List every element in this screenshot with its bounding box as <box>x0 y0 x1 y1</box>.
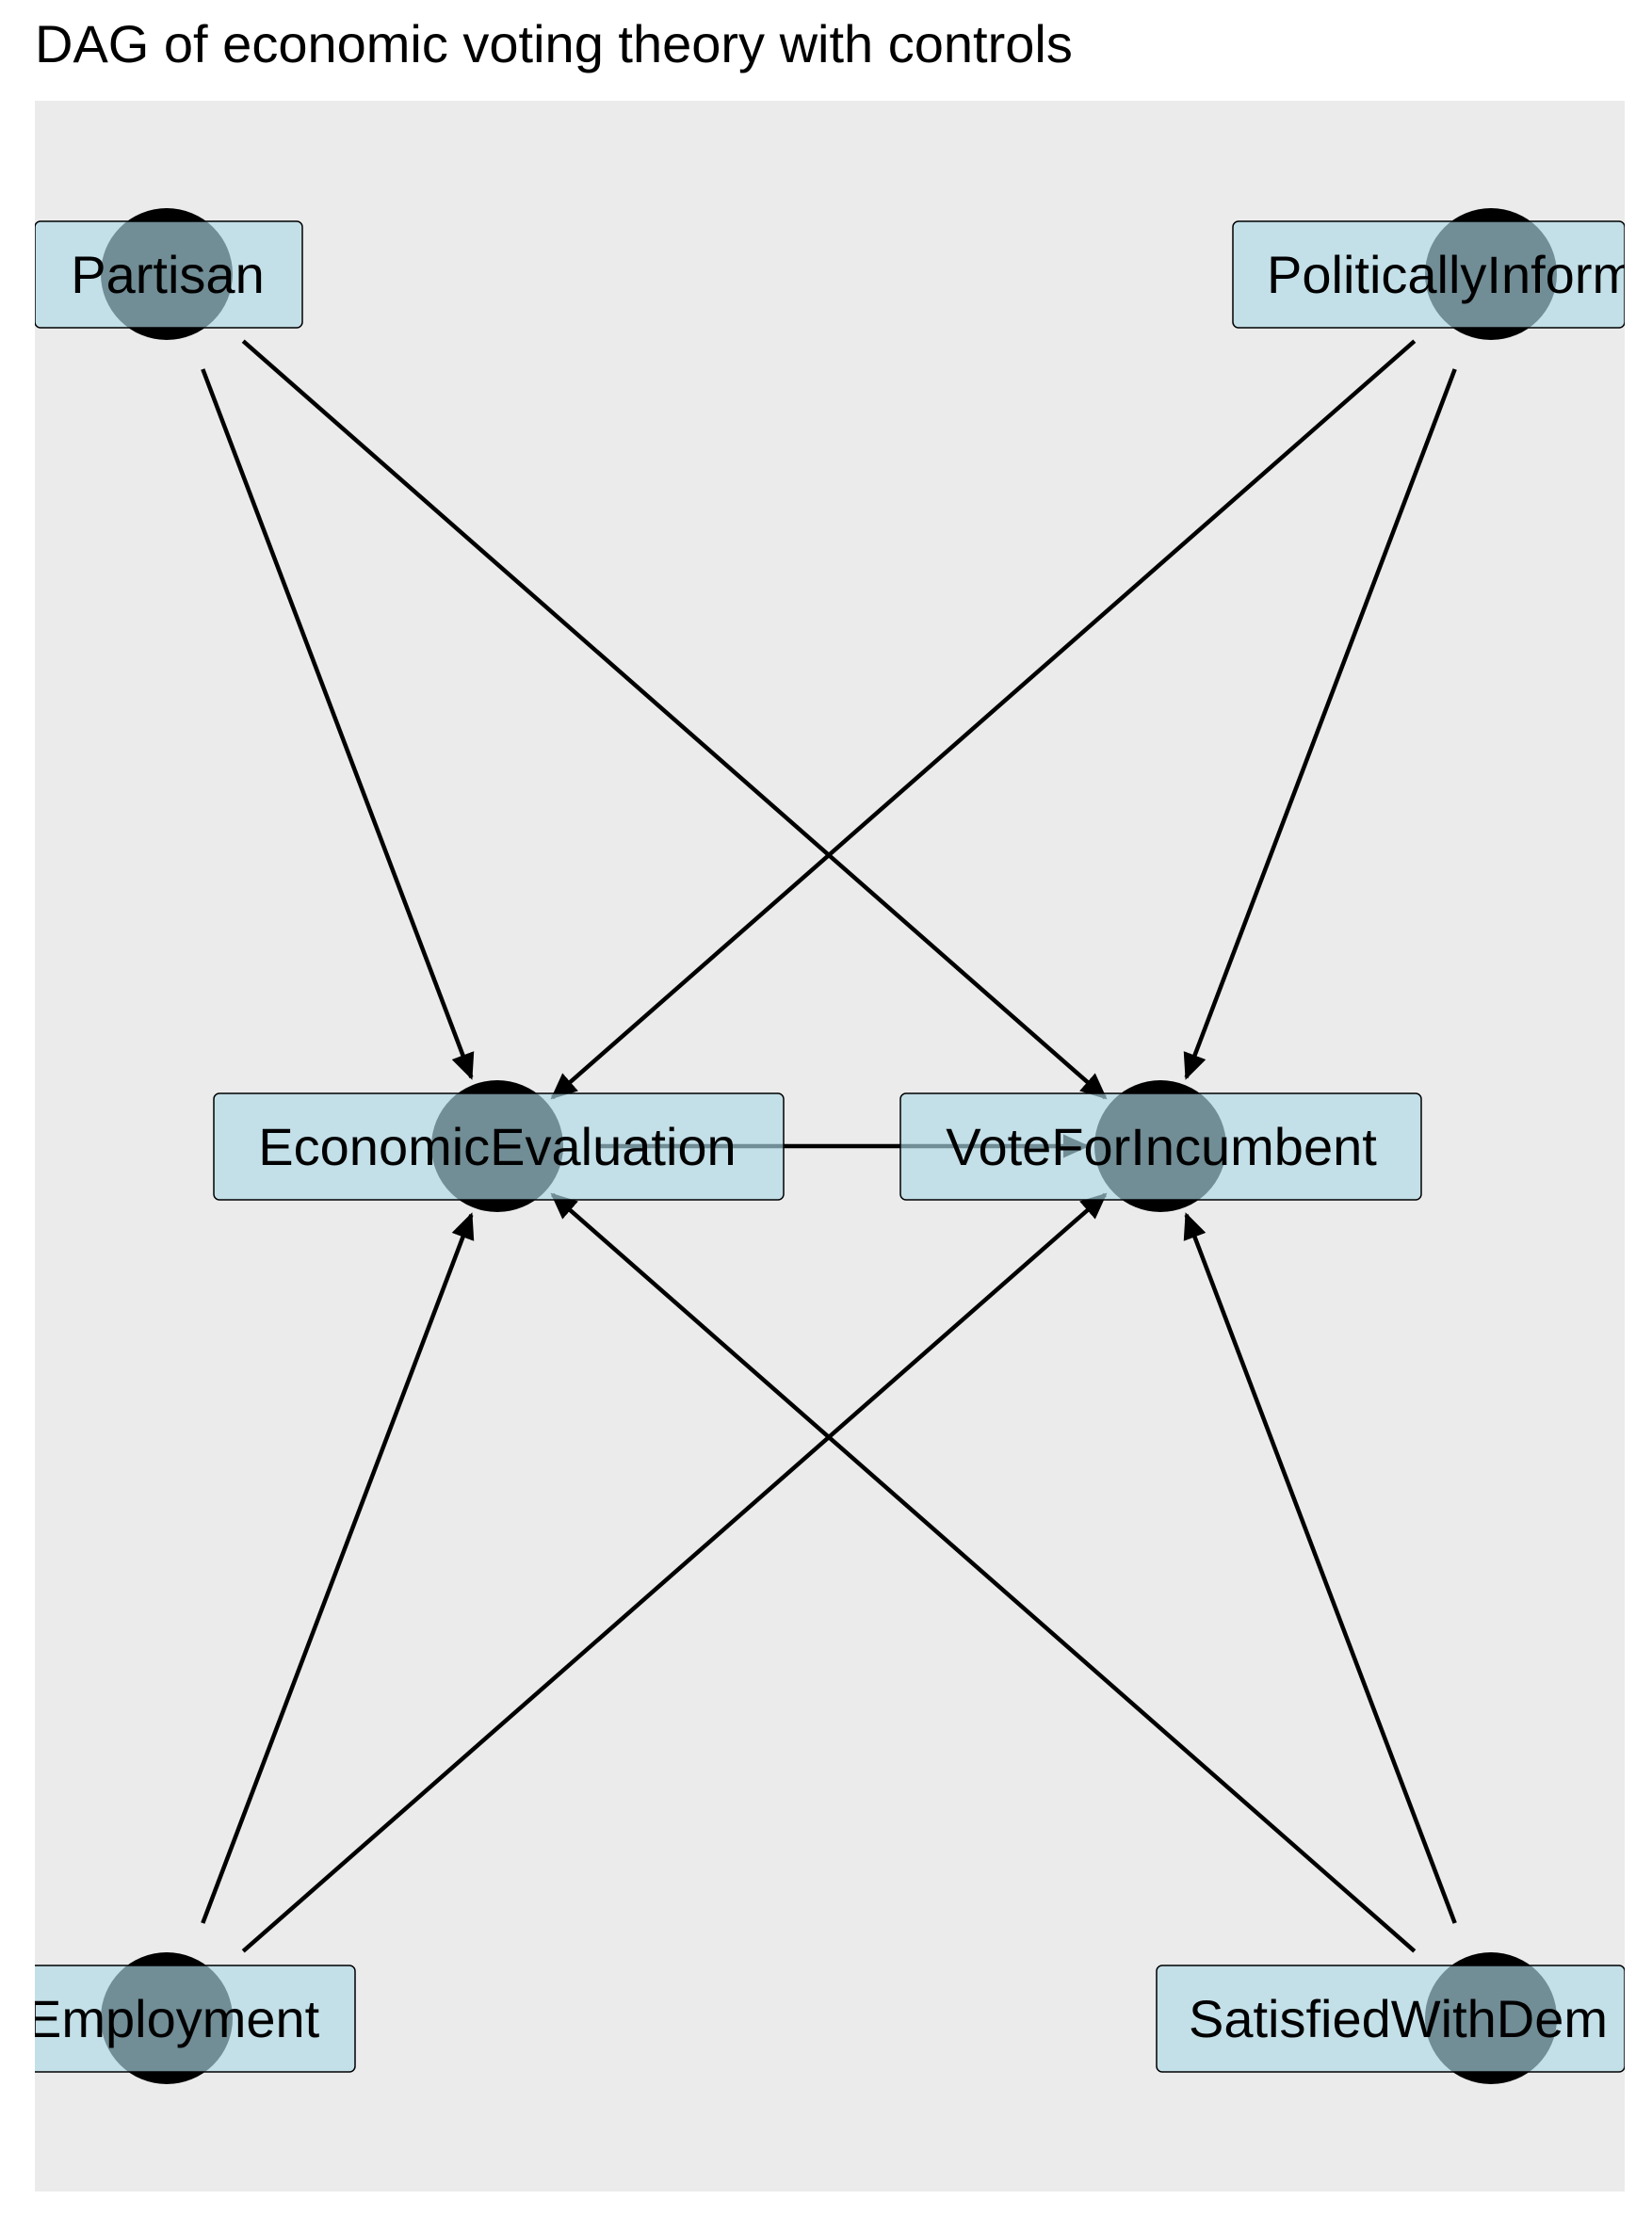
node-label-Employment[interactable]: Employment <box>26 1965 356 2073</box>
node-label-PoliticallyInformed[interactable]: PoliticallyInform <box>1232 220 1636 329</box>
node-label-text: Employment <box>26 1989 320 2048</box>
edge-Employment-to-VoteForIncumbent <box>241 1192 1108 1953</box>
node-label-Partisan[interactable]: Partisan <box>35 220 303 329</box>
edge-Partisan-to-VoteForIncumbent <box>241 339 1108 1100</box>
node-label-VoteForIncumbent[interactable]: VoteForIncumbent <box>899 1092 1422 1201</box>
edge-Partisan-to-EconomicEvaluation <box>201 368 475 1080</box>
node-label-box <box>35 220 303 329</box>
node-label-box <box>899 1092 1422 1201</box>
node-label-box <box>1232 220 1625 329</box>
edge-SatisfiedWithDemocracy-to-EconomicEvaluation <box>550 1192 1417 1953</box>
node-label-box <box>213 1092 785 1201</box>
node-label-text: PoliticallyInform <box>1267 245 1636 304</box>
node-label-text: VoteForIncumbent <box>946 1117 1377 1176</box>
node-label-box <box>35 1965 356 2073</box>
node-label-EconomicEvaluation[interactable]: EconomicEvaluation <box>213 1092 785 1201</box>
edge-SatisfiedWithDemocracy-to-VoteForIncumbent <box>1183 1212 1457 1924</box>
node-label-box <box>1156 1965 1625 2073</box>
node-label-text: EconomicEvaluation <box>258 1117 736 1176</box>
edge-PoliticallyInformed-to-VoteForIncumbent <box>1183 368 1457 1080</box>
edge-Employment-to-EconomicEvaluation <box>201 1212 475 1924</box>
node-label-text: Partisan <box>71 245 264 304</box>
node-label-SatisfiedWithDemocracy[interactable]: SatisfiedWithDem <box>1156 1965 1625 2073</box>
diagram-title: DAG of economic voting theory with contr… <box>35 14 1073 73</box>
edge-PoliticallyInformed-to-EconomicEvaluation <box>550 339 1417 1100</box>
node-label-text: SatisfiedWithDem <box>1189 1989 1608 2048</box>
